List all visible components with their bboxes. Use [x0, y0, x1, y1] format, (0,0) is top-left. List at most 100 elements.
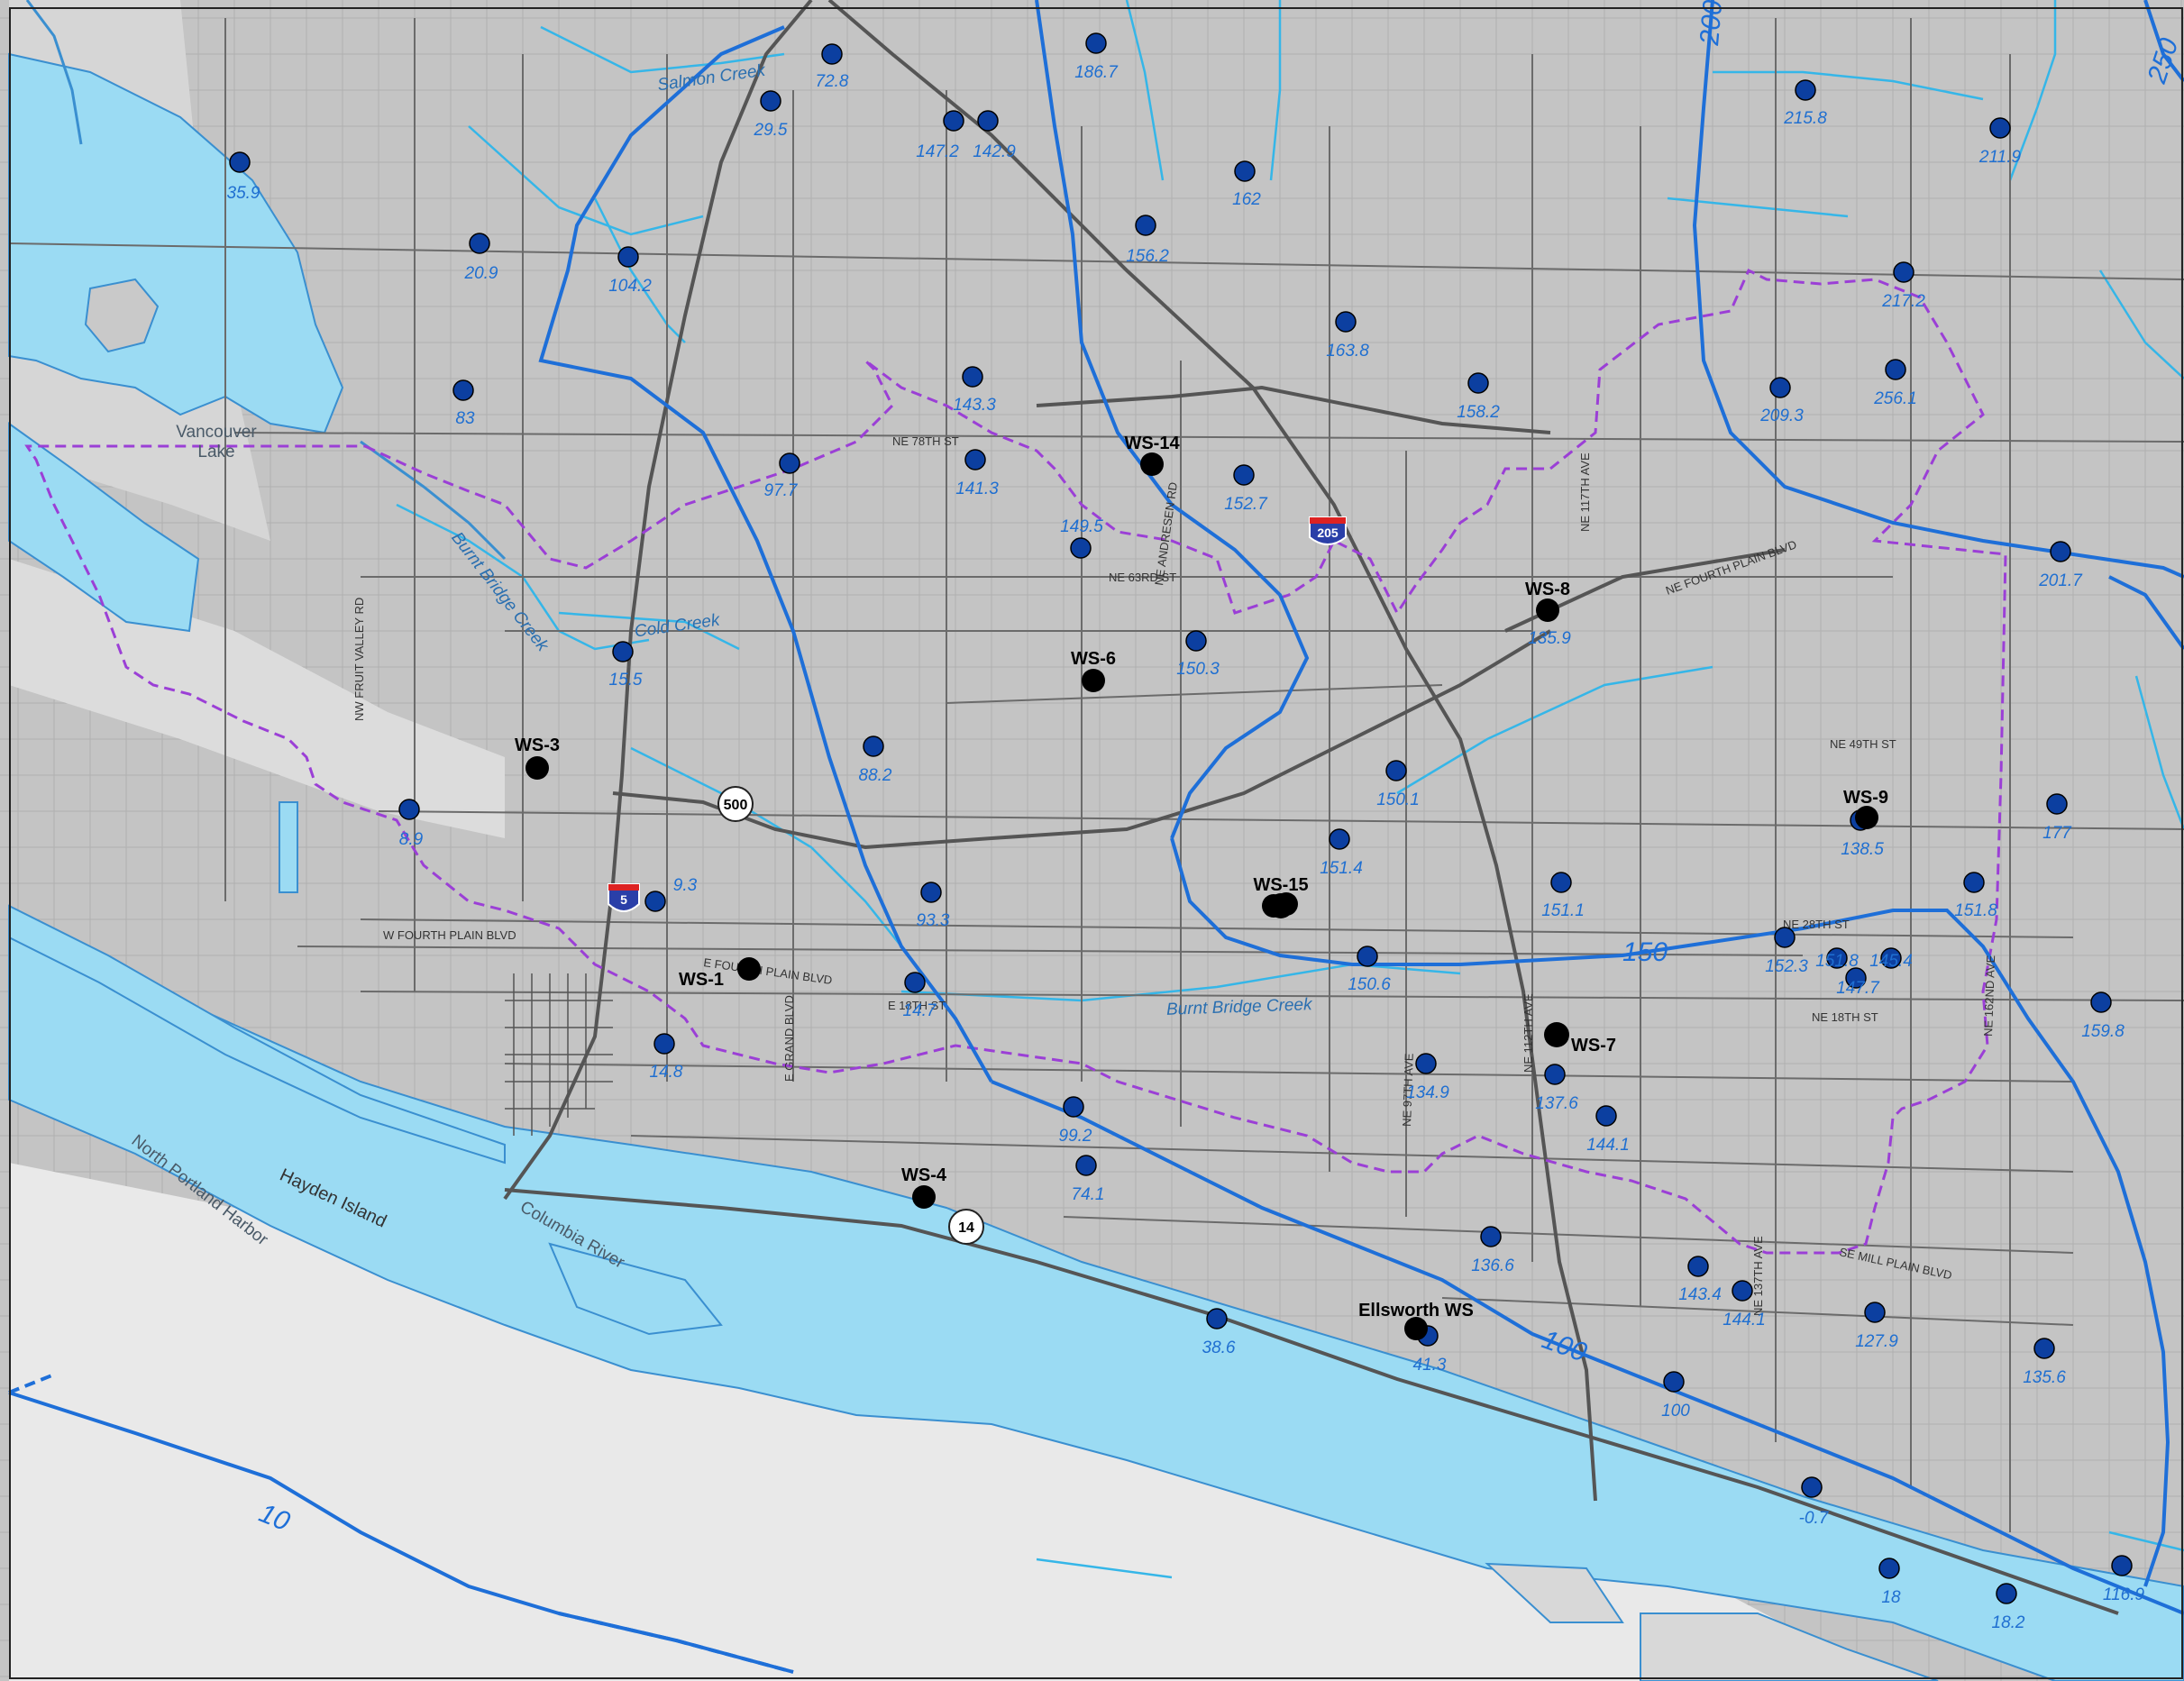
supply-well-marker[interactable]	[1082, 669, 1105, 692]
well-marker[interactable]	[1135, 215, 1156, 236]
well-w43[interactable]: 14.7	[903, 972, 937, 1020]
well-marker[interactable]	[2046, 793, 2068, 815]
well-marker[interactable]	[1357, 946, 1378, 967]
well-w08[interactable]: 35.9	[227, 151, 260, 203]
well-marker[interactable]	[1233, 464, 1255, 486]
well-marker[interactable]	[612, 641, 634, 662]
well-marker[interactable]	[1085, 32, 1107, 54]
well-marker[interactable]	[964, 449, 986, 470]
well-w14[interactable]: 163.8	[1326, 311, 1369, 361]
well-marker[interactable]	[863, 735, 884, 757]
well-marker[interactable]	[1769, 377, 1791, 398]
well-marker[interactable]	[1885, 359, 1906, 380]
well-w10[interactable]: 156.2	[1126, 215, 1169, 266]
well-marker[interactable]	[2050, 541, 2071, 562]
well-marker[interactable]	[1880, 947, 1902, 969]
supply-well-marker[interactable]	[1140, 452, 1164, 476]
supply-well-marker[interactable]	[912, 1185, 936, 1209]
well-w15[interactable]: 143.3	[953, 366, 996, 415]
well-marker[interactable]	[1544, 1064, 1566, 1085]
well-w12[interactable]: 104.2	[608, 246, 652, 296]
well-w47[interactable]: 137.6	[1535, 1064, 1578, 1113]
well-w42[interactable]: 147.7	[1836, 967, 1880, 998]
supply-well-ws-6[interactable]: WS-6	[1071, 649, 1116, 692]
well-marker[interactable]	[943, 110, 964, 132]
well-marker[interactable]	[1415, 1053, 1437, 1074]
supply-well-ws-7[interactable]: WS-7	[1544, 1022, 1616, 1055]
well-marker[interactable]	[2033, 1338, 2055, 1359]
well-w22[interactable]: 152.7	[1224, 464, 1268, 514]
supply-well-ws-4[interactable]: WS-4	[901, 1165, 947, 1209]
well-marker[interactable]	[1335, 311, 1357, 333]
well-w40[interactable]: 151.8	[1815, 947, 1859, 971]
well-marker[interactable]	[1795, 79, 1816, 101]
well-marker[interactable]	[760, 90, 781, 112]
well-marker[interactable]	[229, 151, 251, 173]
well-w38[interactable]: 150.6	[1348, 946, 1391, 994]
well-w28[interactable]: 88.2	[859, 735, 892, 785]
well-w33[interactable]: 151.4	[1320, 828, 1363, 878]
well-w30[interactable]: 8.9	[398, 799, 424, 849]
well-w57[interactable]: 135.6	[2023, 1338, 2066, 1387]
well-marker[interactable]	[1595, 1105, 1617, 1127]
well-w21[interactable]: 141.3	[955, 449, 999, 498]
well-marker[interactable]	[1801, 1476, 1823, 1498]
well-w60[interactable]: 18	[1878, 1558, 1901, 1607]
well-w35[interactable]: 93.3	[917, 882, 950, 930]
well-marker[interactable]	[821, 43, 843, 65]
well-marker[interactable]	[1996, 1583, 2017, 1604]
well-w26[interactable]: 15.5	[609, 641, 643, 690]
well-marker[interactable]	[1663, 1371, 1685, 1393]
well-w09[interactable]: 162	[1232, 160, 1261, 209]
well-w52[interactable]: 143.4	[1678, 1256, 1722, 1304]
well-marker[interactable]	[617, 246, 639, 268]
well-marker[interactable]	[469, 233, 490, 254]
well-w50[interactable]: 74.1	[1072, 1155, 1105, 1204]
well-marker[interactable]	[1385, 760, 1407, 781]
well-w20[interactable]: 97.7	[764, 452, 800, 500]
well-w18[interactable]: 209.3	[1759, 377, 1804, 425]
well-marker[interactable]	[1963, 872, 1985, 893]
well-w11[interactable]: 20.9	[464, 233, 498, 283]
well-w02[interactable]: 186.7	[1074, 32, 1119, 82]
well-marker[interactable]	[1989, 117, 2011, 139]
well-marker[interactable]	[2111, 1555, 2133, 1576]
well-w19[interactable]: 256.1	[1873, 359, 1917, 408]
well-w05[interactable]: 142.9	[973, 110, 1016, 161]
well-marker[interactable]	[2090, 991, 2112, 1013]
well-marker[interactable]	[1826, 947, 1848, 969]
well-w48[interactable]: 99.2	[1059, 1096, 1092, 1146]
well-w34[interactable]: 9.3	[644, 876, 698, 912]
supply-well-marker[interactable]	[1536, 598, 1559, 622]
well-marker[interactable]	[920, 882, 942, 903]
well-marker[interactable]	[1687, 1256, 1709, 1277]
well-w44[interactable]: 159.8	[2081, 991, 2125, 1041]
supply-wells[interactable]: WS-14WS-8WS-6WS-3WS-9WS-15WS-1WS-7WS-4El…	[515, 434, 1888, 1340]
well-marker[interactable]	[1063, 1096, 1084, 1118]
well-marker[interactable]	[653, 1033, 675, 1055]
supply-well-ws-8[interactable]: WS-8	[1525, 580, 1570, 622]
well-marker[interactable]	[1480, 1226, 1502, 1247]
well-w46[interactable]: 134.9	[1406, 1053, 1449, 1102]
well-marker[interactable]	[1845, 967, 1867, 989]
well-w61[interactable]: 18.2	[1992, 1583, 2025, 1632]
supply-well-marker[interactable]	[525, 756, 549, 780]
well-marker[interactable]	[977, 110, 999, 132]
well-w39[interactable]: 152.3	[1765, 927, 1808, 976]
well-marker[interactable]	[904, 972, 926, 993]
well-w13[interactable]: 217.2	[1881, 261, 1925, 311]
supply-well-ws-9[interactable]: WS-9	[1843, 788, 1888, 829]
well-w31[interactable]: 177	[2042, 793, 2072, 843]
well-w53[interactable]: 144.1	[1723, 1280, 1766, 1329]
well-w01[interactable]: 72.8	[816, 43, 849, 91]
well-w27[interactable]: 150.3	[1176, 630, 1220, 679]
well-marker[interactable]	[1329, 828, 1350, 850]
well-marker[interactable]	[1878, 1558, 1900, 1579]
well-w62[interactable]: 116.9	[2103, 1555, 2145, 1604]
well-w23[interactable]: 149.5	[1060, 517, 1103, 559]
well-marker[interactable]	[1467, 372, 1489, 394]
well-w37[interactable]: 151.8	[1954, 872, 1997, 920]
well-w29[interactable]: 150.1	[1376, 760, 1420, 809]
well-w49[interactable]: 144.1	[1586, 1105, 1630, 1155]
